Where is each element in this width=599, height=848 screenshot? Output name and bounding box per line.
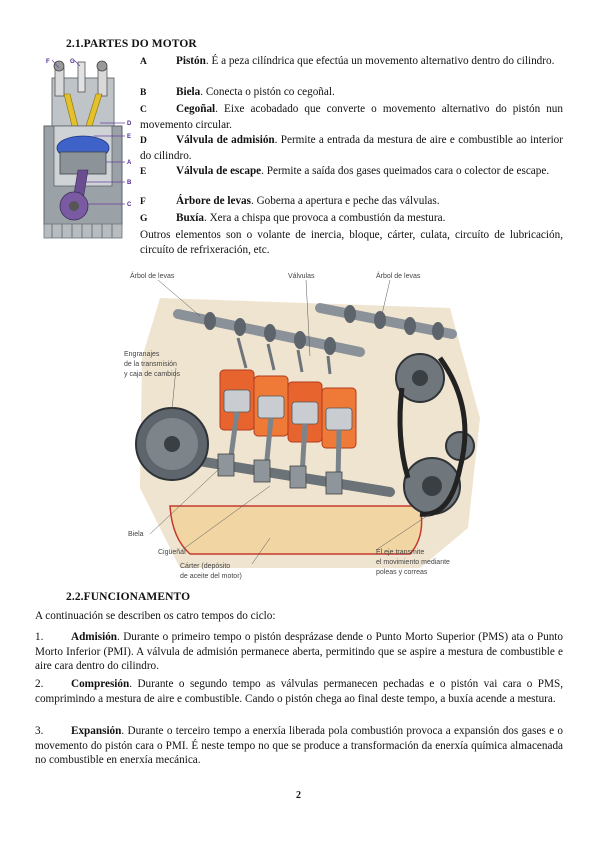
label-sump-line2: de aceite del motor) [180,573,242,580]
label-gears-line1: Engranajes [124,351,160,358]
label-gears-line3: y caja de cambios [124,371,181,378]
page-number: 2 [296,790,301,801]
label-axle-line2: el movimiento mediante [376,559,450,566]
diagram-label-b: B [127,180,132,186]
parts-other-elements: Outros elementos son o volante de inerci… [140,229,563,256]
diagram-label-e: E [127,134,131,140]
section-title-parts: 2.1.PARTES DO MOTOR [66,38,197,50]
label-valves: Válvulas [288,273,315,280]
diagram-label-g: G [70,59,75,65]
engine-illustration: Árbol de levas Válvulas Árbol de levas E… [124,271,480,580]
section-title-operation: 2.2.FUNCIONAMENTO [66,591,191,603]
label-sump-line1: Cárter (depósito [180,563,230,570]
label-crankshaft: Cigüeñal [158,549,186,556]
cycle-step-3: 3.Expansión. Durante o terceiro tempo a … [35,725,563,766]
engine-cross-section-diagram: F G D E A B C [43,59,132,239]
cycle-step-2: 2.Compresión. Durante o segundo tempo as… [35,678,563,705]
label-camshaft-left: Árbol de levas [130,271,175,280]
label-camshaft-right: Árbol de levas [376,271,421,280]
label-gears-line2: de la transmisión [124,361,177,368]
cycle-intro: A continuación se describen os catro tem… [35,610,276,622]
cycle-step-1: 1.Admisión. Durante o primeiro tempo o p… [35,631,563,672]
label-axle-line3: poleas y correas [376,569,428,576]
diagram-label-c: C [127,202,132,208]
diagram-label-f: F [46,59,50,65]
label-connecting-rod: Biela [128,531,144,538]
diagram-label-d: D [127,121,132,127]
diagram-label-a: A [127,160,132,166]
label-axle-line1: El eje transmite [376,549,424,556]
